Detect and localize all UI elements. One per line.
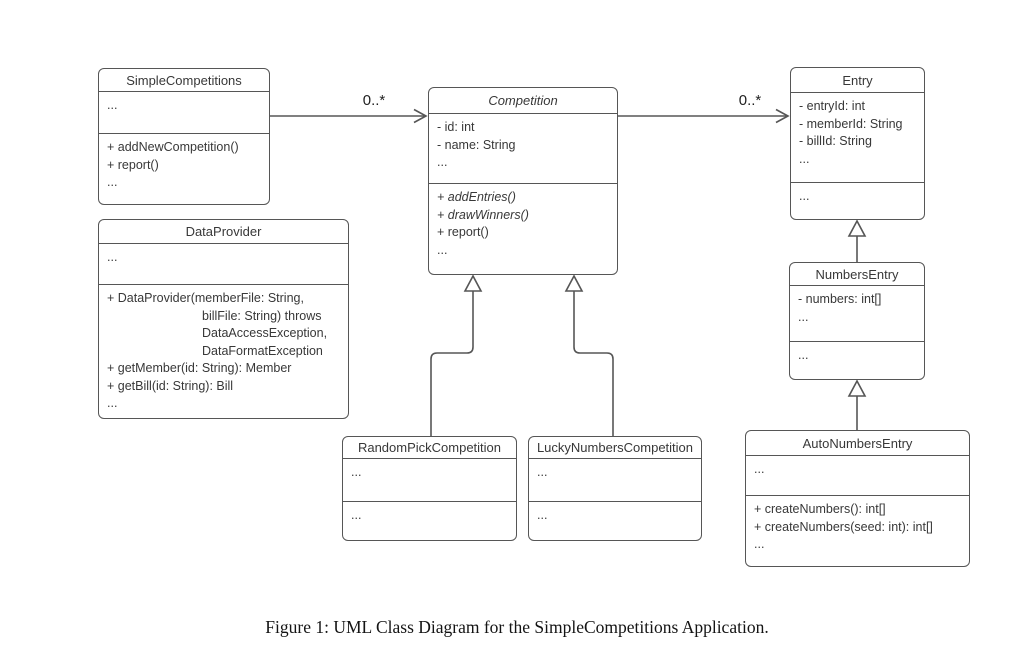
attribute-line: ... [107,250,118,264]
generalization-randompick-competition [430,274,483,436]
attributes-compartment: - id: int - name: String ... [429,114,617,184]
class-title-simple-competitions: SimpleCompetitions [99,69,269,92]
method-line: + DataProvider(memberFile: String, [107,291,304,305]
method-line: + getMember(id: String): Member [107,361,292,375]
attributes-compartment: ... [99,244,348,285]
association-competition-entry [618,108,790,124]
method-line: ... [107,396,118,410]
attribute-line: ... [799,151,810,166]
class-title-numbers-entry: NumbersEntry [790,263,924,286]
method-line: ... [437,242,448,257]
figure-caption: Figure 1: UML Class Diagram for the Simp… [265,617,769,637]
attribute-line: ... [754,462,765,476]
attribute-line: - memberId: String [799,116,903,131]
attribute-line: - entryId: int [799,99,865,113]
class-entry: Entry - entryId: int - memberId: String … [790,67,925,220]
attributes-compartment: - entryId: int - memberId: String - bill… [791,93,924,183]
method-line: ... [351,508,362,522]
class-random-pick-competition: RandomPickCompetition ... ... [342,436,517,541]
generalization-autonumbersentry-numbersentry [847,379,867,430]
class-title-data-provider: DataProvider [99,220,348,244]
method-line: ... [754,537,765,551]
multiplicity-label-competitions: 0..* [362,92,386,109]
method-line: + getBill(id: String): Bill [107,378,234,393]
method-line: + report() [107,157,159,172]
method-line: + createNumbers(): int[] [754,502,886,516]
attribute-line: ... [351,465,362,479]
generalization-luckynumbers-competition [564,274,614,436]
attribute-line: - id: int [437,120,475,134]
method-line: + createNumbers(seed: int): int[] [754,519,933,534]
methods-compartment: ... [791,183,924,219]
methods-compartment: ... [343,502,516,540]
method-line-continuation: DataAccessException, [202,326,328,340]
method-line: ... [798,348,809,362]
attributes-compartment: ... [746,456,969,496]
attributes-compartment: ... [529,459,701,502]
method-line: + addNewCompetition() [107,140,239,154]
class-lucky-numbers-competition: LuckyNumbersCompetition ... ... [528,436,702,541]
methods-compartment: ... [790,342,924,379]
class-title-lucky-numbers-competition: LuckyNumbersCompetition [529,437,701,459]
attribute-line: ... [798,309,809,324]
attribute-line: - numbers: int[] [798,292,882,306]
attribute-line: - billId: String [799,134,872,148]
attributes-compartment: ... [343,459,516,502]
method-line-continuation: DataFormatException [202,343,323,358]
class-simple-competitions: SimpleCompetitions ... + addNewCompetiti… [98,68,270,205]
attribute-line: ... [437,155,448,169]
class-auto-numbers-entry: AutoNumbersEntry ... + createNumbers(): … [745,430,970,567]
association-simplecompetitions-competition [270,108,428,124]
method-line: ... [107,175,118,189]
class-title-competition: Competition [429,88,617,114]
methods-compartment: + createNumbers(): int[] + createNumbers… [746,496,969,566]
method-line-abstract: + addEntries() [437,190,516,204]
attribute-line: ... [537,465,548,479]
method-line: ... [537,508,548,522]
attribute-line: ... [107,98,118,112]
attributes-compartment: - numbers: int[] ... [790,286,924,342]
method-line: + report() [437,225,489,239]
method-line: ... [799,189,810,203]
attributes-compartment: ... [99,92,269,134]
class-title-auto-numbers-entry: AutoNumbersEntry [746,431,969,456]
methods-compartment: + addNewCompetition() + report() ... [99,134,269,204]
attribute-line: - name: String [437,137,516,152]
multiplicity-label-entries: 0..* [738,92,762,109]
methods-compartment: ... [529,502,701,540]
method-line-continuation: billFile: String) throws [202,308,322,323]
methods-compartment: + addEntries() + drawWinners() + report(… [429,184,617,274]
method-line-abstract: + drawWinners() [437,207,529,222]
class-data-provider: DataProvider ... + DataProvider(memberFi… [98,219,349,419]
class-title-random-pick-competition: RandomPickCompetition [343,437,516,459]
generalization-numbersentry-entry [847,219,867,262]
methods-compartment: + DataProvider(memberFile: String, billF… [99,285,348,418]
class-title-entry: Entry [791,68,924,93]
class-competition: Competition - id: int - name: String ...… [428,87,618,275]
class-numbers-entry: NumbersEntry - numbers: int[] ... ... [789,262,925,380]
